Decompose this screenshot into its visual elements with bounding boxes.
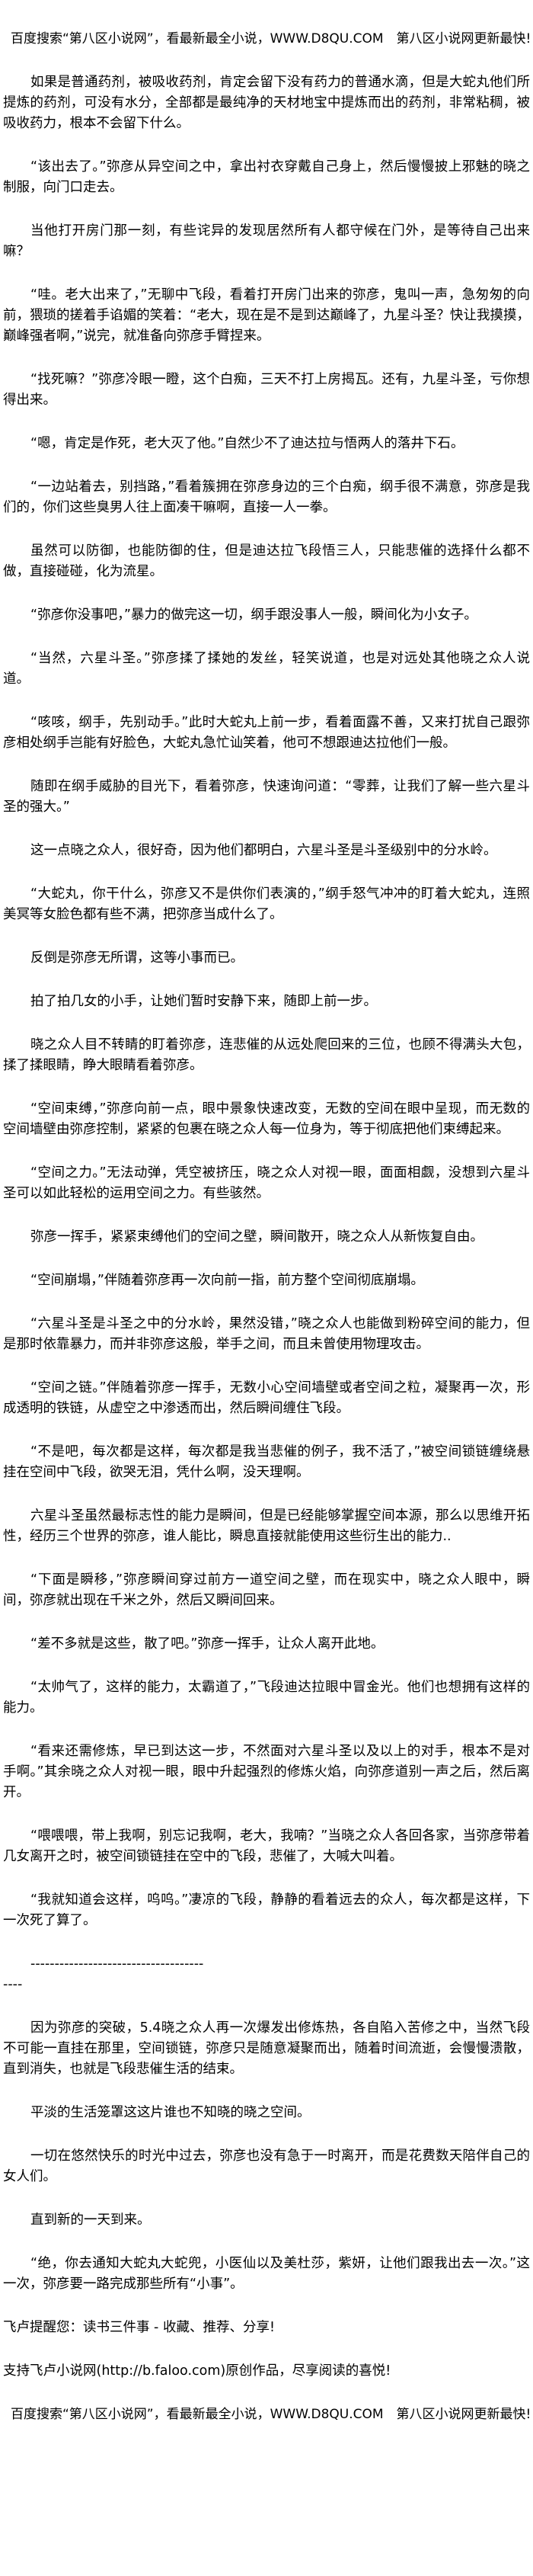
paragraph: 直到新的一天到来。 — [30, 2212, 151, 2228]
paragraph: 反倒是弥彦无所谓，这等小事而已。 — [30, 950, 244, 966]
divider-dashes: ------------------------------------ — [30, 1956, 204, 1972]
divider-line: ---------------------------------------- — [3, 1954, 530, 1995]
paragraph: “当然，六星斗圣。”弥彦揉了揉她的发丝，轻笑说道，也是对远处其他晓之众人说道。 — [3, 651, 530, 687]
paragraph: 平淡的生活笼罩这这片谁也不知晓的晓之空间。 — [30, 2105, 311, 2120]
paragraph: 这一点晓之众人，很好奇，因为他们都明白，六星斗圣是斗圣级别中的分水岭。 — [30, 843, 497, 858]
reminder-text: 飞卢提醒您：读书三件事 - 收藏、推荐、分享! — [3, 2320, 275, 2335]
paragraph: “空间之链。”伴随着弥彦一挥手，无数小心空间墙壁或者空间之粒，凝聚再一次，形成透… — [3, 1380, 530, 1416]
paragraph: “大蛇丸，你干什么，弥彦又不是供你们表演的，”纲手怒气冲冲的盯着大蛇丸，连照美冥… — [3, 886, 530, 922]
paragraph: 如果是普通药剂，被吸收药剂，肯定会留下没有药力的普通水滴，但是大蛇丸他们所提炼的… — [3, 75, 530, 131]
paragraph: “六星斗圣是斗圣之中的分水岭，果然没错，”晓之众人也能做到粉碎空间的能力，但是那… — [3, 1316, 530, 1352]
chapter-body: 如果是普通药剂，被吸收药剂，肯定会留下没有药力的普通水滴，但是大蛇丸他们所提炼的… — [3, 72, 530, 1931]
paragraph: “不是吧，每次都是这样，每次都是我当悲催的例子，我不活了，”被空间锁链缠绕悬挂在… — [3, 1444, 530, 1480]
chapter-page: 百度搜索“第八区小说网”，看最新最全小说，WWW.D8QU.COM 第八区小说网… — [3, 31, 531, 2422]
paragraph: 虽然可以防御，也能防御的住，但是迪达拉飞段悟三人，只能悲催的选择什么都不做，直接… — [3, 543, 530, 579]
paragraph: “该出去了。”弥彦从异空间之中，拿出衬衣穿戴自己身上，然后慢慢披上邪魅的晓之制服… — [3, 159, 530, 195]
paragraph: “绝，你去通知大蛇丸大蛇兜，小医仙以及美杜莎，紫妍，让他们跟我出去一次。”这一次… — [3, 2256, 530, 2292]
paragraph: 随即在纲手威胁的目光下，看着弥彦，快速询问道：“零葬，让我们了解一些六星斗圣的强… — [3, 779, 530, 815]
paragraph: “差不多就是这些，散了吧。”弥彦一挥手，让众人离开此地。 — [30, 1636, 385, 1652]
paragraph: “嗯，肯定是作死，老大灭了他。”自然少不了迪达拉与悟两人的落井下石。 — [30, 436, 464, 451]
paragraph: “喂喂喂，带上我啊，别忘记我啊，老大，我喃？”当晓之众人各回各家，当弥彦带着几女… — [3, 1828, 530, 1864]
site-banner-bottom: 百度搜索“第八区小说网”，看最新最全小说，WWW.D8QU.COM 第八区小说网… — [11, 2407, 531, 2422]
paragraph: 六星斗圣虽然最标志性的能力是瞬间，但是已经能够掌握空间本源，那么以思维开拓性，经… — [3, 1508, 530, 1544]
paragraph: 弥彦一挥手，紧紧束缚他们的空间之壁，瞬间散开，晓之众人从新恢复自由。 — [30, 1229, 484, 1245]
paragraph: “找死嘛？”弥彦冷眼一瞪，这个白痴，三天不打上房揭瓦。还有，九星斗圣，亏你想得出… — [3, 372, 530, 408]
paragraph: “下面是瞬移，”弥彦瞬间穿过前方一道空间之壁，而在现实中，晓之众人眼中，瞬间，弥… — [3, 1572, 530, 1608]
paragraph: “一边站着去，别挡路，”看着簇拥在弥彦身边的三个白痴，纲手很不满意，弥彦是我们的… — [3, 479, 530, 515]
paragraph: “我就知道会这样，呜呜。”凄凉的飞段，静静的看着远去的众人，每次都是这样，下一次… — [3, 1892, 530, 1928]
paragraph: “太帅气了，这样的能力，太霸道了，”飞段迪达拉眼中冒金光。他们也想拥有这样的能力… — [3, 1680, 530, 1716]
paragraph: “空间之力。”无法动弹，凭空被挤压，晓之众人对视一眼，面面相觑，没想到六星斗圣可… — [3, 1165, 530, 1201]
divider-tail: ---- — [3, 1977, 23, 1992]
paragraph: 晓之众人目不转睛的盯着弥彦，连悲催的从远处爬回来的三位，也顾不得满头大包，揉了揉… — [3, 1037, 530, 1073]
support-link-text[interactable]: 支持飞卢小说网(http://b.faloo.com)原创作品，尽享阅读的喜悦! — [3, 2363, 391, 2379]
paragraph: “弥彦你没事吧，”暴力的做完这一切，纲手跟没事人一般，瞬间化为小女子。 — [30, 607, 477, 623]
paragraph: “空间束缚，”弥彦向前一点，眼中景象快速改变，无数的空间在眼中呈现，而无数的空间… — [3, 1101, 530, 1137]
paragraph: “咳咳，纲手，先别动手。”此时大蛇丸上前一步，看着面露不善，又来打扰自己跟弥彦相… — [3, 715, 530, 751]
paragraph: “看来还需修炼，早已到达这一步，不然面对六星斗圣以及以上的对手，根本不是对手啊。… — [3, 1744, 530, 1800]
paragraph: 拍了拍几女的小手，让她们暂时安静下来，随即上前一步。 — [30, 994, 377, 1009]
chapter-body-after: 因为弥彦的突破，5.4晓之众人再一次爆发出修炼热，各自陷入苦修之中，当然飞段不可… — [3, 2018, 530, 2295]
paragraph: “空间崩塌，”伴随着弥彦再一次向前一指，前方整个空间彻底崩塌。 — [30, 1273, 424, 1288]
paragraph: “哇。老大出来了，”无聊中飞段，看着打开房门出来的弥彦，鬼叫一声，急匆匆的向前，… — [3, 287, 530, 344]
paragraph: 一切在悠然快乐的时光中过去，弥彦也没有急于一时离开，而是花费数天陪伴自己的女人们… — [3, 2148, 530, 2184]
paragraph: 因为弥彦的突破，5.4晓之众人再一次爆发出修炼热，各自陷入苦修之中，当然飞段不可… — [3, 2020, 530, 2077]
paragraph: 当他打开房门那一刻，有些诧异的发现居然所有人都守候在门外，是等待自己出来嘛？ — [3, 223, 530, 259]
site-banner-top: 百度搜索“第八区小说网”，看最新最全小说，WWW.D8QU.COM 第八区小说网… — [11, 31, 531, 46]
